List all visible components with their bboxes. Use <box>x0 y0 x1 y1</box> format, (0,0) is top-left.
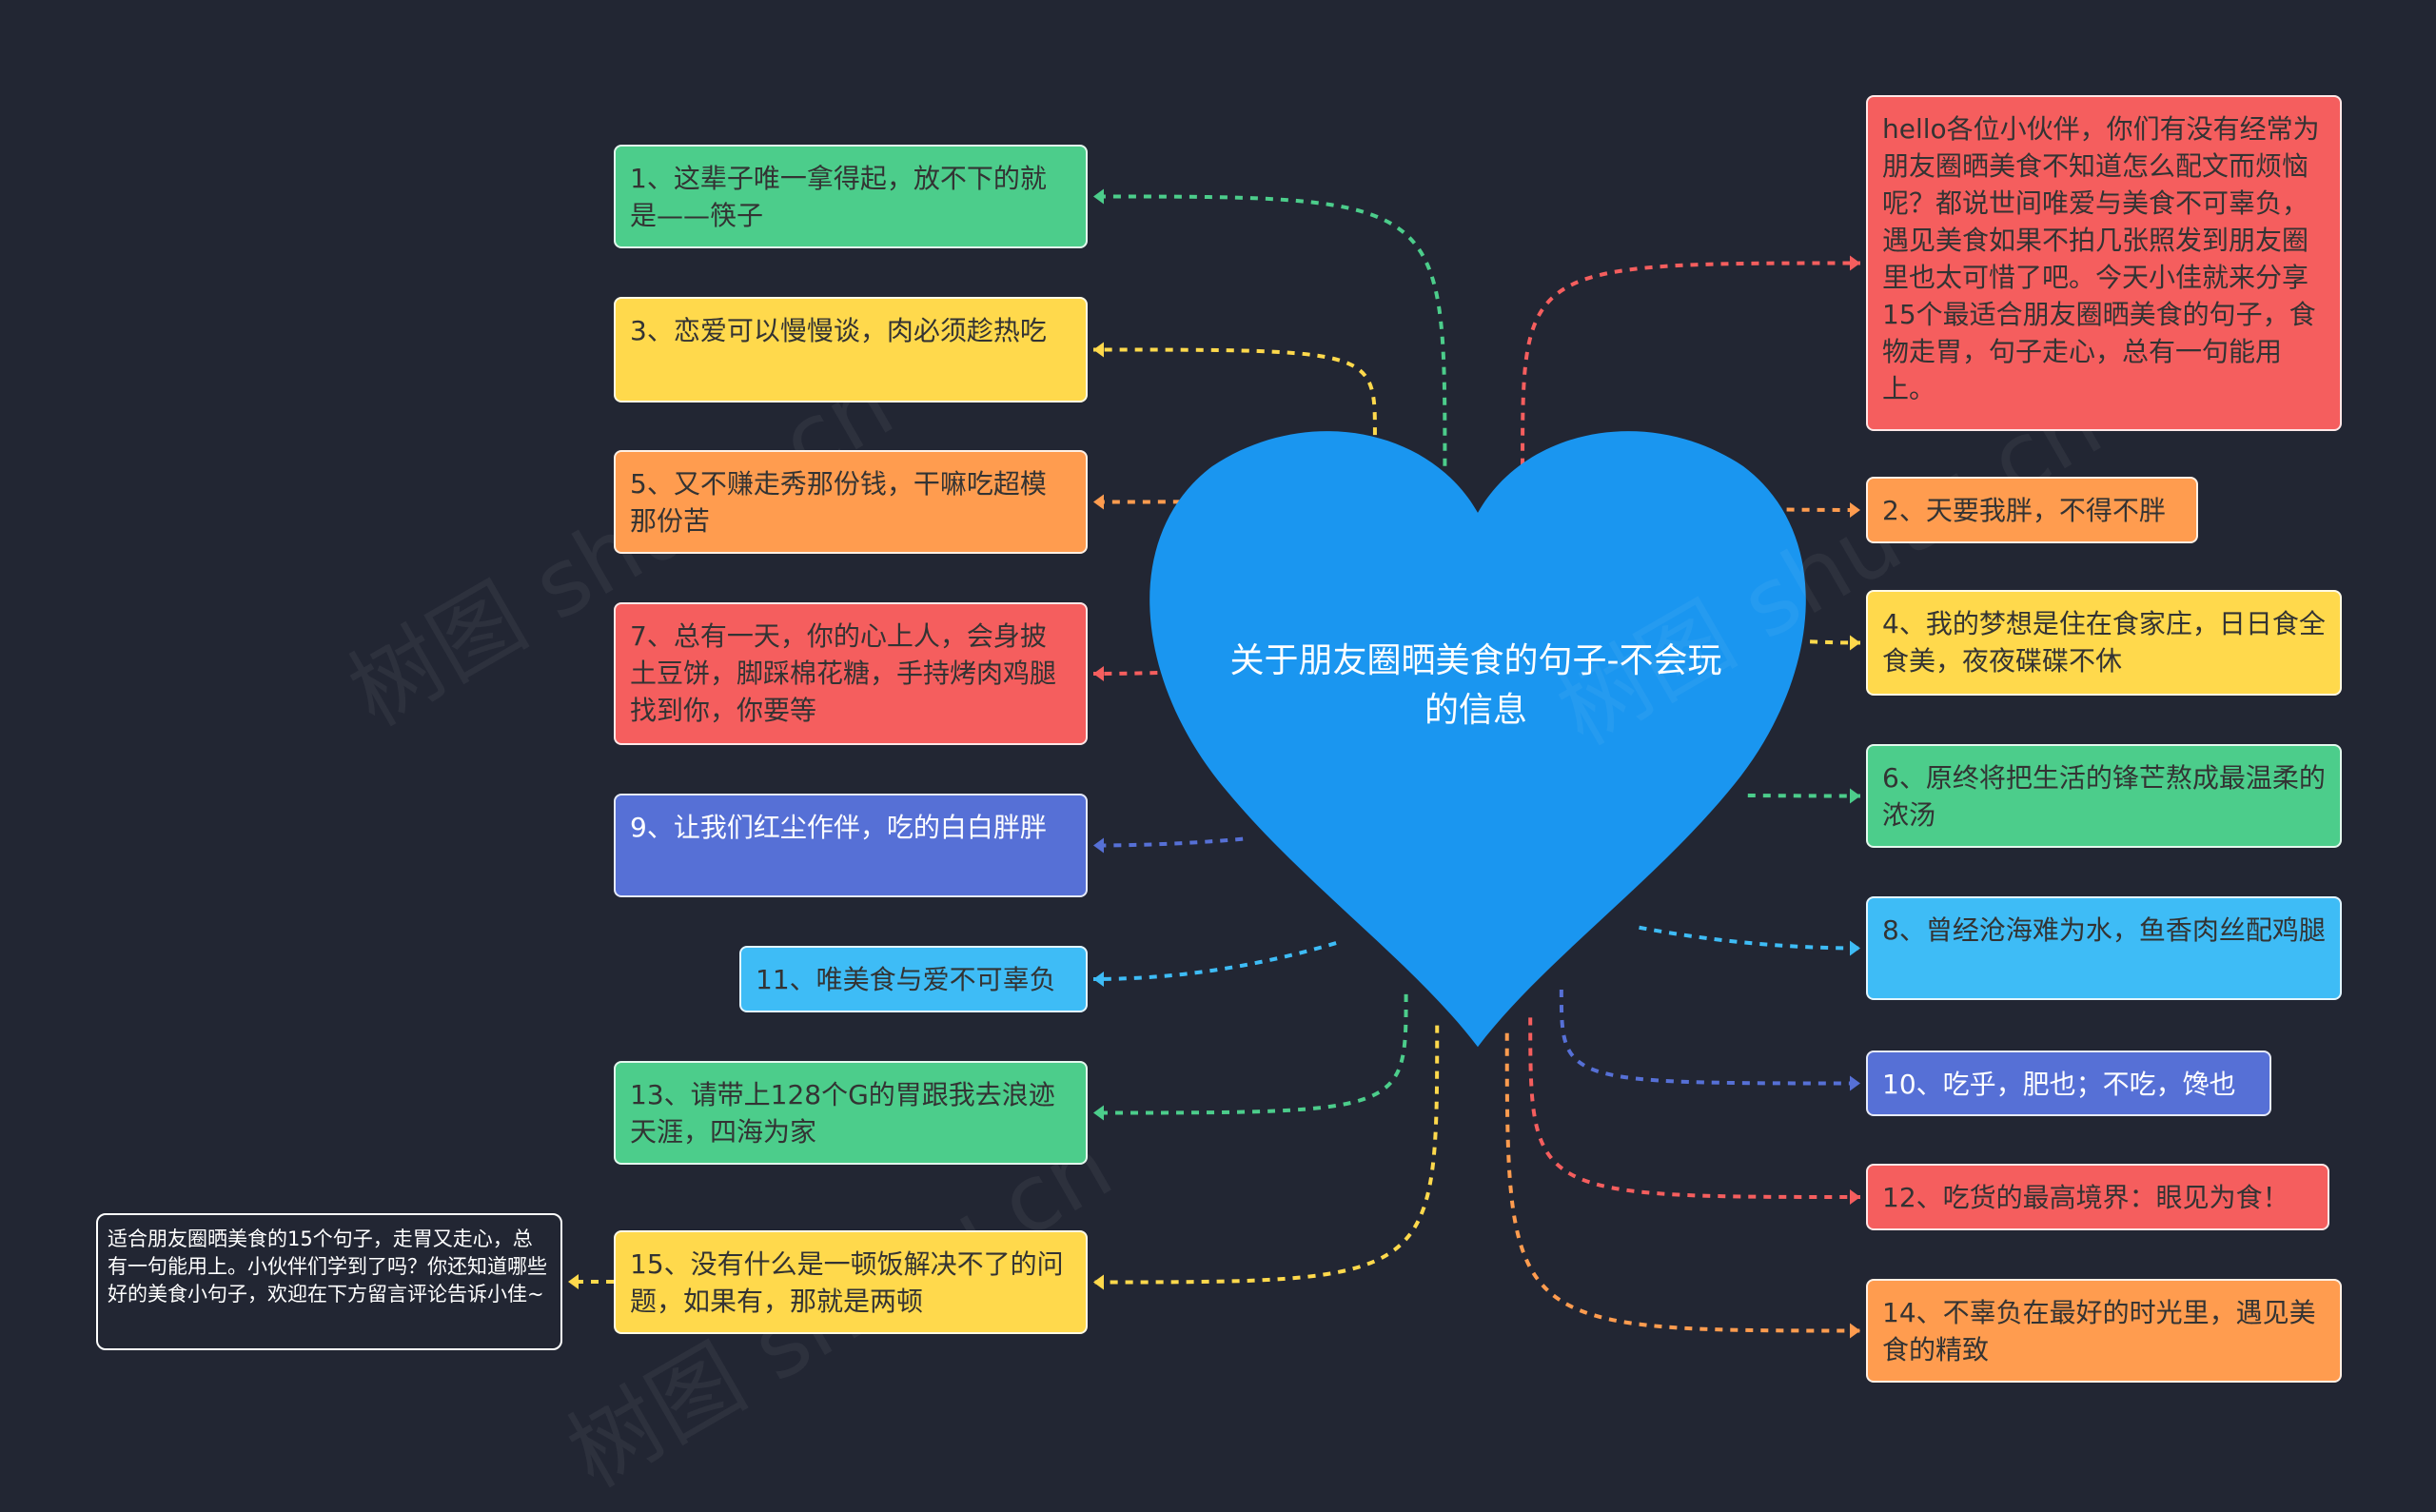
right-node-10[interactable]: 10、吃乎，肥也；不吃，馋也 <box>1866 1051 2271 1116</box>
connector-l7-arrow-icon <box>1093 1275 1104 1290</box>
connector-r7 <box>1507 1033 1860 1331</box>
connector-r3-arrow-icon <box>1850 789 1860 804</box>
left-node-5[interactable]: 5、又不赚走秀那份钱，干嘛吃超模那份苦 <box>614 450 1088 554</box>
connector-l4-arrow-icon <box>1093 838 1104 854</box>
left-node-9[interactable]: 9、让我们红尘作伴，吃的白白胖胖 <box>614 794 1088 897</box>
right-node-12[interactable]: 12、吃货的最高境界：眼见为食！ <box>1866 1164 2329 1230</box>
summary-note[interactable]: 适合朋友圈晒美食的15个句子，走胃又走心，总有一句能用上。小伙伴们学到了吗？你还… <box>96 1213 562 1350</box>
connector-r2-arrow-icon <box>1850 636 1860 651</box>
right-node-6[interactable]: 6、原终将把生活的锋芒熬成最温柔的浓汤 <box>1866 744 2342 848</box>
connector-l6-arrow-icon <box>1093 1106 1104 1121</box>
mindmap-canvas: 关于朋友圈晒美食的句子-不会玩的信息 树图 shutu.cn 树图 shutu.… <box>0 0 2436 1479</box>
connector-r5-arrow-icon <box>1850 1076 1860 1091</box>
connector-l1-arrow-icon <box>1093 343 1104 358</box>
connector-l7 <box>1093 1026 1437 1283</box>
left-node-3[interactable]: 3、恋爱可以慢慢谈，肉必须趁热吃 <box>614 297 1088 403</box>
connector-l0-arrow-icon <box>1093 189 1104 205</box>
left-node-15[interactable]: 15、没有什么是一顿饭解决不了的问题，如果有，那就是两顿 <box>614 1230 1088 1334</box>
connector-l2-arrow-icon <box>1093 495 1104 510</box>
connector-r4-arrow-icon <box>1850 941 1860 956</box>
center-heart <box>1134 420 1821 1056</box>
left-node-7[interactable]: 7、总有一天，你的心上人，会身披土豆饼，脚踩棉花糖，手持烤肉鸡腿找到你，你要等 <box>614 602 1088 745</box>
right-node-8[interactable]: 8、曾经沧海难为水，鱼香肉丝配鸡腿 <box>1866 896 2342 1000</box>
right-node-4[interactable]: 4、我的梦想是住在食家庄，日日食全食美，夜夜碟碟不休 <box>1866 590 2342 696</box>
right-node-2[interactable]: 2、天要我胖，不得不胖 <box>1866 477 2198 543</box>
right-node-14[interactable]: 14、不辜负在最好的时光里，遇见美食的精致 <box>1866 1279 2342 1383</box>
right-node-intro[interactable]: hello各位小伙伴，你们有没有经常为朋友圈晒美食不知道怎么配文而烦恼呢？都说世… <box>1866 95 2342 431</box>
left-node-11[interactable]: 11、唯美食与爱不可辜负 <box>739 946 1088 1012</box>
connector-l5-arrow-icon <box>1093 972 1104 987</box>
left-node-13[interactable]: 13、请带上128个G的胃跟我去浪迹天涯，四海为家 <box>614 1061 1088 1165</box>
connector-r0-arrow-icon <box>1850 256 1860 271</box>
connector-note-arrow-icon <box>568 1274 579 1289</box>
connector-r7-arrow-icon <box>1850 1324 1860 1339</box>
connector-r6-arrow-icon <box>1850 1189 1860 1205</box>
left-node-1[interactable]: 1、这辈子唯一拿得起，放不下的就是——筷子 <box>614 145 1088 248</box>
connector-l3-arrow-icon <box>1093 666 1104 681</box>
